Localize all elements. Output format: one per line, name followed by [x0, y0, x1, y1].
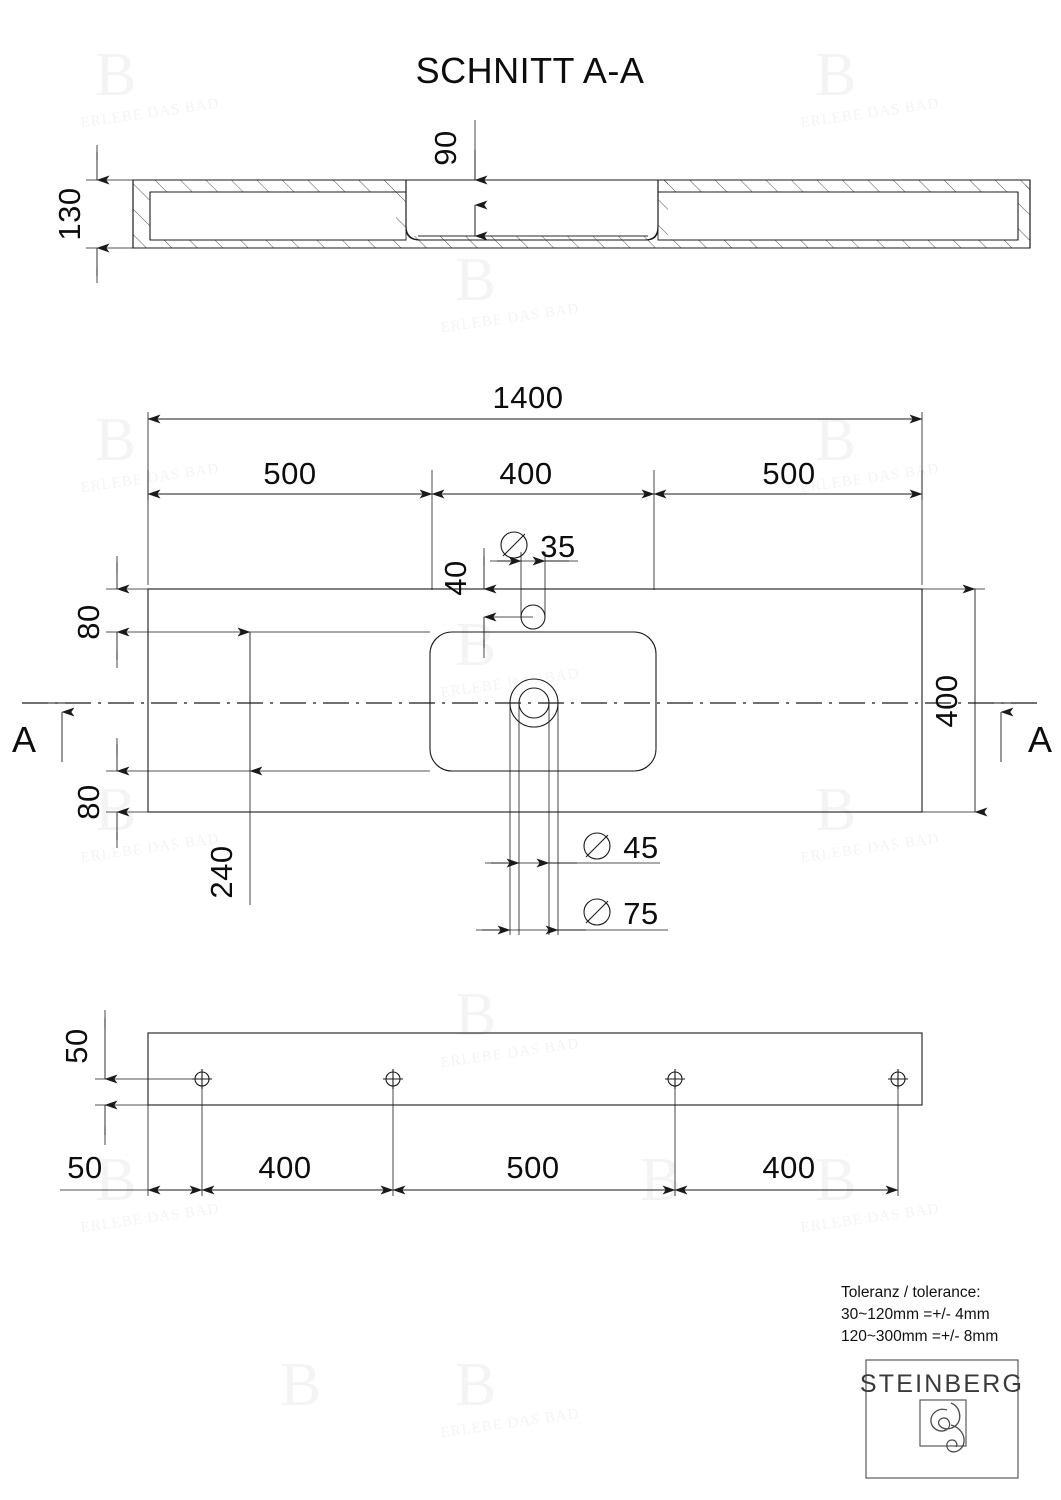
watermark-monogram: B — [815, 1146, 856, 1214]
logo-frame — [865, 1359, 1019, 1479]
dim-plan-top-80: 80 — [71, 556, 430, 668]
steinberg-mark-icon — [919, 1399, 967, 1453]
dim-plan-depth-400: 400 — [922, 584, 988, 817]
tolerance-line-2: 120~300mm =+/- 8mm — [841, 1328, 998, 1345]
watermark-text: ERLEBE DAS BAD — [80, 1201, 221, 1236]
dim-label-top-80: 80 — [71, 604, 106, 639]
plan-basin-outline — [429, 631, 657, 772]
watermark-text: ERLEBE DAS BAD — [800, 831, 941, 866]
watermark-text: ERLEBE DAS BAD — [440, 301, 581, 336]
diameter-symbol-35 — [500, 531, 528, 559]
section-letter-left: A — [12, 719, 36, 760]
dim-label-40: 40 — [438, 560, 473, 595]
front-plate-outline — [147, 1032, 923, 1106]
watermark-text: ERLEBE DAS BAD — [440, 1036, 581, 1071]
dim-label-130: 130 — [52, 187, 87, 240]
plan-plate-outline — [147, 588, 923, 813]
dim-label-chain-0: 500 — [263, 456, 316, 491]
dim-label-drain-inner: 45 — [623, 830, 658, 865]
watermark-text: ERLEBE DAS BAD — [80, 831, 221, 866]
dim-label-front-chain-2: 400 — [762, 1150, 815, 1185]
watermark-text: ERLEBE DAS BAD — [80, 96, 221, 131]
section-void-right — [657, 191, 1019, 241]
section-recess-overlay — [405, 180, 659, 241]
dim-front-chain: 50 400 500 400 — [60, 1150, 899, 1195]
dim-section-depth-90: 90 — [428, 120, 488, 241]
watermark-monogram: B — [455, 246, 496, 314]
section-marker-left: A — [12, 702, 90, 762]
diameter-symbol-45 — [583, 832, 611, 860]
front-hole-extensions — [147, 1086, 899, 1196]
front-view: 50 50 400 500 400 — [59, 1010, 923, 1196]
watermark-monogram: B — [455, 981, 496, 1049]
watermark-monogram: B — [815, 406, 856, 474]
faucet-hole-group: 35 — [490, 529, 578, 630]
dim-plan-bottom-80: 80 — [71, 738, 430, 848]
tolerance-note: Toleranz / tolerance: 30~120mm =+/- 4mm … — [841, 1284, 998, 1345]
watermark-text: ERLEBE DAS BAD — [440, 666, 581, 701]
dim-label-chain-1: 400 — [499, 456, 552, 491]
dim-label-90: 90 — [428, 130, 463, 165]
dim-label-bottom-80: 80 — [71, 784, 106, 819]
dim-label-edge-50: 50 — [67, 1150, 102, 1185]
dim-label-drain-outer: 75 — [623, 896, 658, 931]
section-outline-overlay — [132, 179, 1031, 249]
dim-plan-basin-240: 240 — [204, 627, 263, 905]
watermark-text: ERLEBE DAS BAD — [800, 461, 941, 496]
watermark-monogram: B — [455, 611, 496, 679]
section-inner-left-overlay — [149, 191, 406, 241]
watermark-monogram: B — [95, 41, 136, 109]
diameter-symbol-75 — [583, 898, 611, 926]
drawing-title: SCHNITT A-A — [416, 50, 645, 91]
watermark-text: ERLEBE DAS BAD — [80, 461, 221, 496]
watermark-monogram: B — [815, 41, 856, 109]
dim-label-240: 240 — [204, 845, 239, 898]
section-hatching — [133, 180, 1030, 248]
tolerance-line-1: 30~120mm =+/- 4mm — [841, 1306, 990, 1323]
mounting-holes — [192, 1069, 908, 1089]
dim-section-height-130: 130 — [52, 145, 140, 283]
dim-label-400-depth: 400 — [929, 674, 964, 727]
section-marker-right: A — [975, 702, 1052, 762]
watermark-monogram: B — [815, 776, 856, 844]
watermark-text: ERLEBE DAS BAD — [800, 96, 941, 131]
dim-label-chain-2: 500 — [762, 456, 815, 491]
watermark-monogram: B — [455, 1351, 496, 1419]
dim-label-1400: 1400 — [493, 380, 564, 415]
watermark-monogram: B — [95, 406, 136, 474]
section-view-a-a: 130 90 — [52, 120, 1031, 283]
dim-label-hole-height-50: 50 — [59, 1028, 94, 1063]
tolerance-line-0: Toleranz / tolerance: — [841, 1284, 981, 1301]
dim-front-hole-height-50: 50 — [59, 1010, 202, 1145]
section-void-left — [149, 191, 407, 241]
section-basin-recess — [405, 180, 659, 241]
watermark-text: ERLEBE DAS BAD — [440, 1406, 581, 1441]
dim-label-front-chain-0: 400 — [258, 1150, 311, 1185]
dim-label-front-chain-1: 500 — [506, 1150, 559, 1185]
watermark-monogram: B — [280, 1351, 321, 1419]
section-letter-right: A — [1028, 719, 1052, 760]
watermark-text: ERLEBE DAS BAD — [800, 1201, 941, 1236]
section-inner-right-overlay — [658, 191, 1019, 241]
mounting-hole — [665, 1069, 685, 1089]
title-block-logo: STEINBERG — [860, 1359, 1024, 1479]
dim-faucet-offset-40: 40 — [438, 548, 533, 658]
brand-name: STEINBERG — [860, 1370, 1024, 1398]
dim-label-faucet-dia: 35 — [540, 529, 575, 564]
dim-plan-width-1400: 1400 — [147, 380, 923, 585]
dim-plan-chain: 500 400 500 — [147, 456, 923, 590]
plan-view: 1400 500 400 500 A — [12, 380, 1052, 935]
drain-group: 45 75 — [476, 678, 668, 935]
